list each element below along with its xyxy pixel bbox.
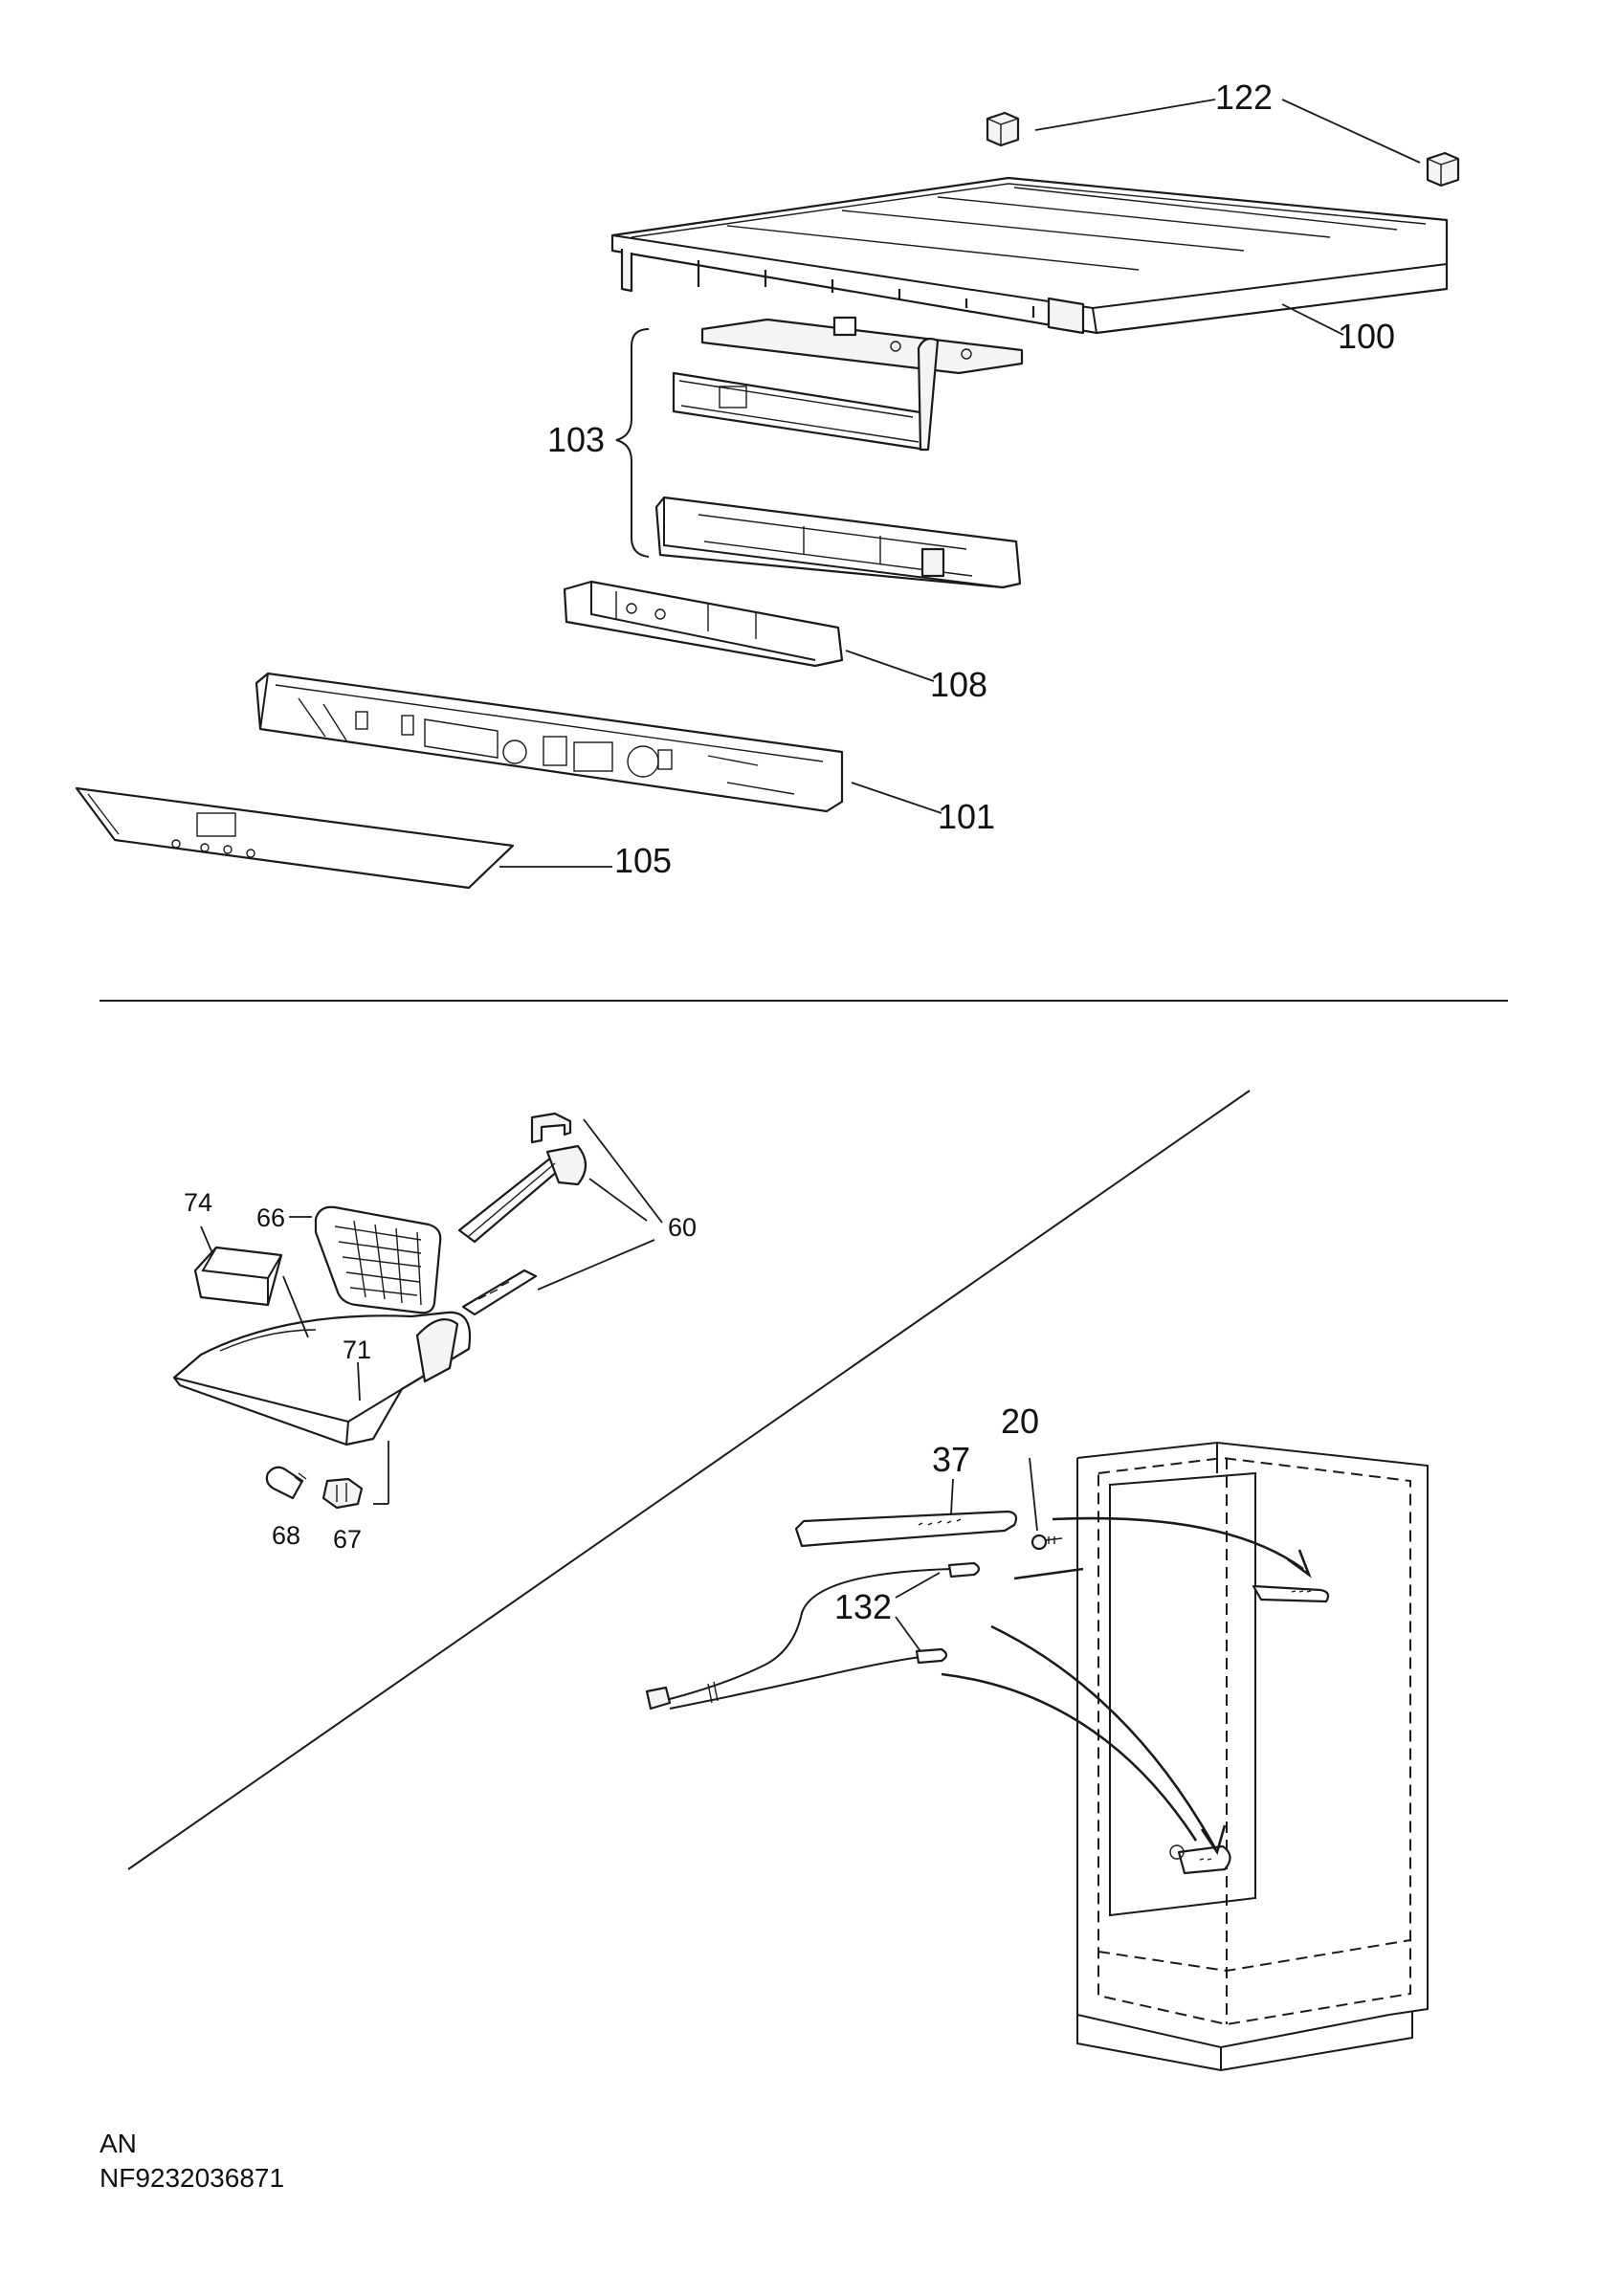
display-housing-103 <box>654 496 1022 589</box>
leader-lines-122 <box>1034 99 1421 164</box>
leader-line-101 <box>851 782 942 814</box>
leader-line-74 <box>200 1225 213 1254</box>
leader-line-37 <box>950 1478 954 1514</box>
lamp-grille-66 <box>314 1205 442 1314</box>
label-103: 103 <box>547 420 605 459</box>
sensor-cable-132 <box>645 1561 981 1711</box>
display-board-103 <box>672 338 940 452</box>
lamp-socket-67 <box>321 1477 364 1510</box>
leader-lines-60 <box>537 1118 663 1291</box>
cabinet-inner-dashed <box>1097 1456 1411 2026</box>
bracket-103 <box>615 328 650 558</box>
leader-line-71 <box>357 1361 361 1402</box>
footer-part-number: NF9232036871 <box>100 2163 284 2193</box>
top-cover-part-100 <box>610 176 1449 335</box>
cabinet-door-panel <box>1109 1471 1256 1917</box>
label-100: 100 <box>1338 317 1395 356</box>
cabinet-outline <box>1076 1441 1429 2072</box>
label-132: 132 <box>834 1587 892 1626</box>
label-101: 101 <box>938 797 995 836</box>
screw-20 <box>1031 1534 1063 1551</box>
leader-line-108 <box>845 650 935 682</box>
installed-sensor <box>1169 1844 1231 1875</box>
label-66: 66 <box>256 1203 285 1232</box>
label-67: 67 <box>333 1525 362 1554</box>
label-122: 122 <box>1215 77 1273 117</box>
diffuser-block-74 <box>193 1246 283 1307</box>
control-overlay-105 <box>75 786 515 890</box>
label-37: 37 <box>932 1440 970 1479</box>
assembly-arrows <box>941 1516 1312 1856</box>
clip-part-122-left <box>986 111 1020 147</box>
pcb-board-103 <box>700 316 1024 375</box>
label-60: 60 <box>668 1213 697 1242</box>
leader-line-20 <box>1029 1457 1038 1532</box>
front-panel-101 <box>255 672 844 813</box>
label-68: 68 <box>272 1521 300 1550</box>
lamp-bulb-68 <box>265 1466 307 1500</box>
footer-code-an: AN <box>100 2129 137 2158</box>
clip-part-122-right <box>1426 151 1460 188</box>
control-bracket-108 <box>563 580 844 668</box>
leader-line-100 <box>1281 303 1344 336</box>
light-bracket-lower-60 <box>461 1269 538 1316</box>
label-105: 105 <box>614 841 672 880</box>
clip-part-60 <box>530 1112 572 1144</box>
leader-line-housing-74 <box>282 1275 309 1338</box>
leader-lines-132 <box>895 1572 941 1652</box>
label-74: 74 <box>184 1188 212 1217</box>
sensor-bracket-37 <box>794 1510 1018 1548</box>
label-108: 108 <box>930 665 987 704</box>
label-71: 71 <box>343 1336 371 1364</box>
lamp-housing-tray <box>172 1311 472 1446</box>
installed-bracket <box>1252 1584 1330 1603</box>
label-20: 20 <box>1001 1402 1039 1441</box>
light-bracket-arm-60 <box>457 1144 587 1244</box>
diagonal-divider <box>127 1090 1251 1870</box>
